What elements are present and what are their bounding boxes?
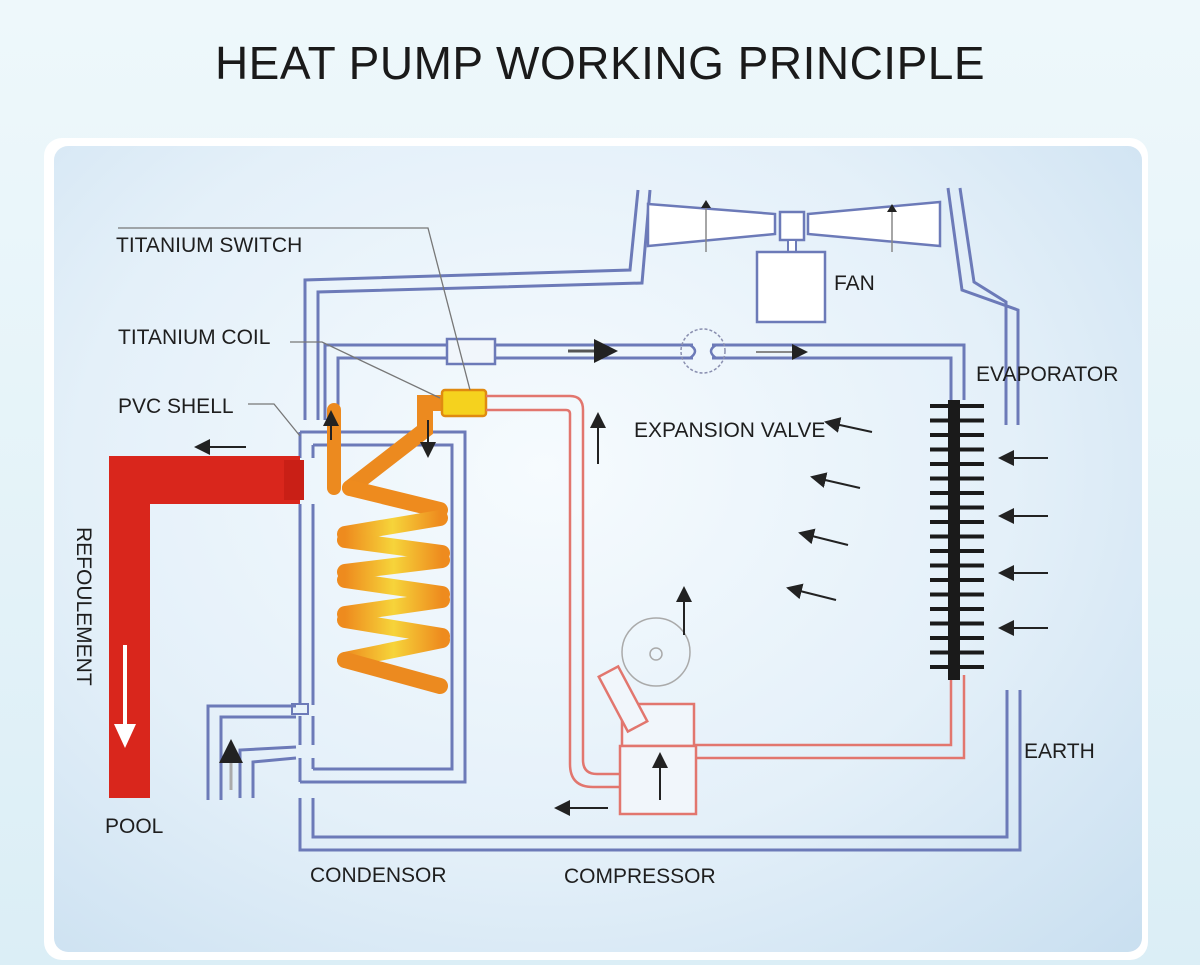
condenser-shell bbox=[291, 430, 467, 784]
fan-icon bbox=[646, 200, 942, 324]
label-condensor: CONDENSOR bbox=[310, 864, 447, 887]
label-compressor: COMPRESSOR bbox=[564, 865, 716, 888]
label-pool: POOL bbox=[105, 815, 163, 838]
titanium-switch-icon bbox=[440, 388, 488, 418]
label-earth: EARTH bbox=[1024, 740, 1095, 763]
hot-water-outlet-pipe bbox=[109, 456, 304, 798]
page-title: HEAT PUMP WORKING PRINCIPLE bbox=[214, 37, 986, 89]
fan-housing bbox=[303, 187, 1020, 425]
label-titanium-coil: TITANIUM COIL bbox=[118, 326, 270, 349]
label-fan: FAN bbox=[834, 272, 875, 295]
airflow-arrows bbox=[786, 417, 1048, 636]
label-refoulement: REFOULEMENT bbox=[72, 527, 95, 686]
expansion-valve-icon bbox=[680, 328, 726, 374]
diagram-labels: TITANIUM SWITCH TITANIUM COIL PVC SHELL … bbox=[72, 234, 1118, 888]
label-titanium-switch: TITANIUM SWITCH bbox=[116, 234, 302, 257]
leader-lines bbox=[118, 227, 471, 437]
evaporator-icon bbox=[930, 400, 984, 680]
label-pvc-shell: PVC SHELL bbox=[118, 395, 234, 418]
hot-refrigerant-pipe bbox=[486, 394, 966, 789]
compressor-icon bbox=[597, 617, 698, 816]
refrigerant-pipe-bottom bbox=[298, 690, 1022, 852]
titanium-switch-block bbox=[445, 337, 497, 366]
pool-inlet-pipe bbox=[206, 704, 297, 800]
label-evaporator: EVAPORATOR bbox=[976, 363, 1118, 386]
label-expansion-valve: EXPANSION VALVE bbox=[634, 419, 825, 442]
